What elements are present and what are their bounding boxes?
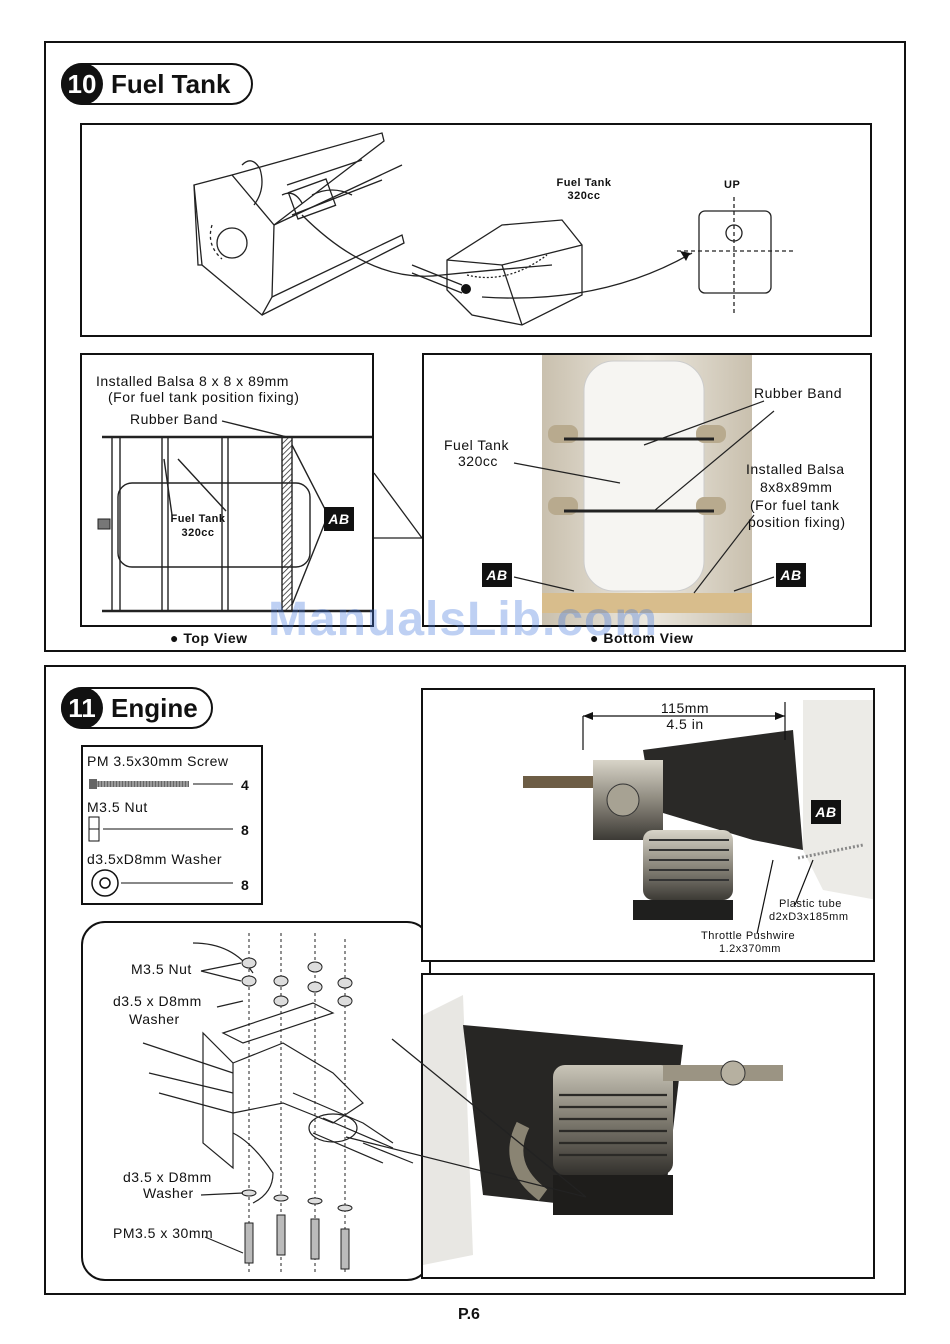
bottom-view-fuel-tank-capacity: 320cc: [458, 453, 498, 469]
bottom-view-photo: [482, 355, 806, 625]
up-label: UP: [724, 179, 741, 191]
section-heading: Fuel Tank: [111, 68, 231, 99]
bottom-view-panel: Rubber Band Fuel Tank 320cc Installed Ba…: [422, 353, 872, 627]
bottom-view-balsa-line2: 8x8x89mm: [760, 479, 833, 495]
plastic-tube-label-2: d2xD3x185mm: [769, 911, 849, 923]
bottom-view-balsa-line4: position fixing): [748, 514, 846, 530]
top-view-caption: ● Top View: [170, 630, 248, 646]
exploded-nut-label: M3.5 Nut: [131, 961, 192, 977]
section-title-engine: 11 Engine: [61, 687, 213, 729]
fuel-tank-capacity: 320cc: [567, 190, 601, 202]
top-view-tank-label: Fuel Tank: [170, 513, 226, 525]
ab-badge-right: AB: [780, 567, 802, 583]
top-view-drawing: [97, 420, 372, 613]
top-view-balsa-line2: (For fuel tank position fixing): [108, 389, 300, 405]
engine-photo-top: 115mm 4.5 in AB Plastic tube d2xD3x185mm…: [421, 688, 875, 962]
bottom-view-rubber-band: Rubber Band: [754, 385, 843, 401]
bottom-view-balsa-line3: (For fuel tank: [750, 497, 840, 513]
exploded-screw-label: PM3.5 x 30mm: [113, 1225, 214, 1241]
top-view-caption-text: Top View: [183, 630, 248, 646]
fuel-tank-install-diagram: Fuel Tank 320cc UP: [80, 123, 872, 337]
pushwire-label-2: 1.2x370mm: [719, 943, 781, 955]
exploded-washer-top-2: Washer: [129, 1011, 180, 1027]
exploded-washer-top-1: d3.5 x D8mm: [113, 993, 202, 1009]
part-name-screw: PM 3.5x30mm Screw: [87, 753, 229, 769]
parts-list: PM 3.5x30mm Screw 4 M3.5 Nut 8 d3.5xD8mm…: [81, 745, 263, 905]
part-qty-screw: 4: [241, 777, 250, 793]
ab-badge: AB: [328, 511, 350, 527]
dimension-mm: 115mm: [660, 700, 710, 716]
part-name-washer: d3.5xD8mm Washer: [87, 851, 223, 867]
parts-icons: [88, 779, 233, 897]
part-qty-nut: 8: [241, 822, 250, 838]
ab-badge-left: AB: [486, 567, 508, 583]
bottom-view-caption-text: Bottom View: [603, 630, 694, 646]
engine-photo-bottom: [421, 973, 875, 1279]
engine-photo-bottom-image: [423, 995, 783, 1265]
step-number: 11: [61, 687, 103, 729]
engine-exploded-diagram: M3.5 Nut d3.5 x D8mm Washer d3.5 x D8mm …: [81, 921, 431, 1281]
plastic-tube-label-1: Plastic tube: [779, 898, 842, 910]
section-title-fuel-tank: 10 Fuel Tank: [61, 63, 253, 105]
section-engine: 11 Engine PM 3.5x30mm Screw 4 M3.5 Nut 8…: [44, 665, 906, 1295]
part-name-nut: M3.5 Nut: [87, 799, 148, 815]
exploded-washer-bottom-2: Washer: [143, 1185, 194, 1201]
section-fuel-tank: 10 Fuel Tank: [44, 41, 906, 652]
top-view-panel: Installed Balsa 8 x 8 x 89mm (For fuel t…: [80, 353, 374, 627]
dimension-in: 4.5 in: [666, 716, 704, 732]
page-number: P.6: [458, 1306, 480, 1323]
fuselage-drawing: [193, 132, 794, 326]
top-view-tank-capacity: 320cc: [181, 527, 215, 539]
top-view-balsa-line1: Installed Balsa 8 x 8 x 89mm: [96, 373, 289, 389]
engine-photo-top-image: [523, 700, 873, 935]
step-number: 10: [61, 63, 103, 105]
bottom-view-balsa-line1: Installed Balsa: [746, 461, 845, 477]
section-heading: Engine: [111, 692, 198, 723]
bottom-view-caption: ● Bottom View: [590, 630, 694, 646]
exploded-washer-bottom-1: d3.5 x D8mm: [123, 1169, 212, 1185]
fuel-tank-label: Fuel Tank: [556, 177, 612, 189]
top-view-rubber-band: Rubber Band: [130, 411, 219, 427]
exploded-drawing: [142, 933, 414, 1273]
bottom-view-fuel-tank: Fuel Tank: [444, 437, 509, 453]
watermark: ManualsLib.com: [268, 593, 659, 646]
part-qty-washer: 8: [241, 877, 250, 893]
pushwire-label-1: Throttle Pushwire: [701, 930, 796, 942]
ab-badge: AB: [815, 804, 837, 820]
